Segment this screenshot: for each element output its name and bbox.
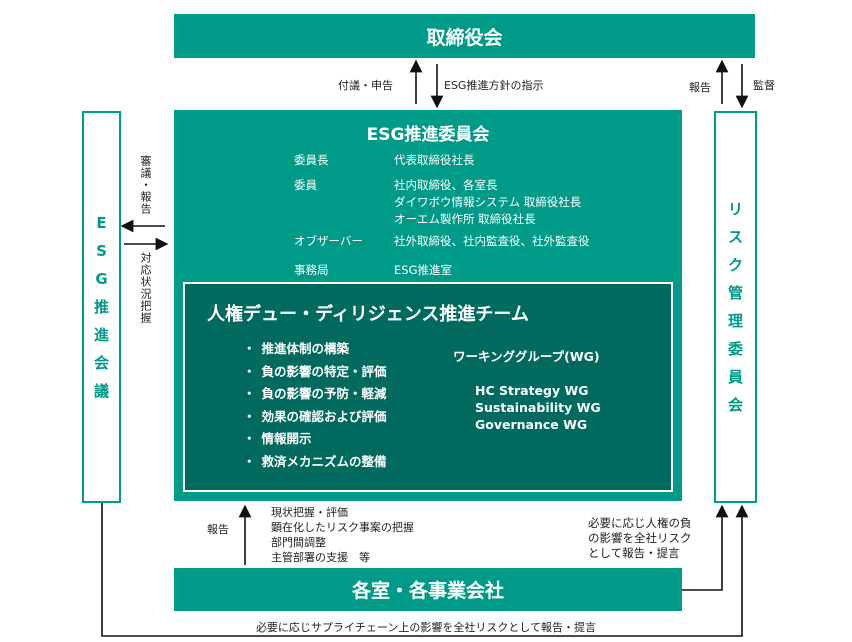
departments-box: 各室・各事業会社 bbox=[174, 568, 682, 611]
note-line: として報告・提言 bbox=[588, 546, 680, 560]
member: 社内取締役、各室長 bbox=[394, 178, 498, 192]
member: ESG推進室 bbox=[394, 263, 452, 277]
vertical-char: 員 bbox=[727, 368, 743, 386]
deliberate-label: 審議・報告 bbox=[139, 155, 152, 215]
bottom-report-label: 報告 bbox=[207, 523, 229, 536]
bullet: ・ bbox=[243, 431, 256, 446]
board-box: 取締役会 bbox=[174, 14, 755, 58]
role-member: 委員 bbox=[294, 178, 317, 192]
bottom-note-text: 必要に応じサプライチェーン上の影響を全社リスクとして報告・提言 bbox=[251, 621, 601, 634]
bullet: ・ bbox=[243, 386, 256, 401]
board-title: 取締役会 bbox=[426, 26, 503, 49]
team-item-label: 情報開示 bbox=[261, 431, 312, 446]
vertical-char: ク bbox=[727, 256, 743, 274]
wg-item: HC Strategy WG bbox=[475, 383, 589, 398]
vertical-char: 推 bbox=[93, 298, 109, 316]
vertical-char: 理 bbox=[727, 312, 743, 330]
vertical-char: ス bbox=[727, 228, 743, 246]
departments-title: 各室・各事業会社 bbox=[351, 580, 504, 602]
team-item: ・効果の確認および評価 bbox=[243, 406, 387, 429]
team-item: ・推進体制の構築 bbox=[243, 338, 387, 361]
right-note: 必要に応じ人権の負 の影響を全社リスク として報告・提言 bbox=[588, 516, 692, 561]
member-list: 社内取締役、各室長 ダイワボウ情報システム 取締役社長 オーエム製作所 取締役社… bbox=[394, 177, 581, 228]
role-secretariat: 事務局 bbox=[294, 263, 329, 277]
hrdd-team-box: 人権デュー・ディリジェンス推進チーム ・推進体制の構築・負の影響の特定・評価・負… bbox=[183, 282, 673, 492]
team-title: 人権デュー・ディリジェンス推進チーム bbox=[207, 304, 529, 325]
task-list: 現状把握・評価 顕在化したリスク事案の把握 部門間調整 主管部署の支援 等 bbox=[271, 505, 414, 565]
vertical-char: E bbox=[96, 214, 107, 232]
task: 現状把握・評価 bbox=[271, 506, 348, 519]
bullet: ・ bbox=[243, 453, 256, 469]
member: ダイワボウ情報システム 取締役社長 bbox=[394, 195, 582, 209]
note-line: 必要に応じ人権の負 bbox=[588, 516, 692, 530]
direction-label: ESG推進方針の指示 bbox=[444, 79, 544, 92]
team-items: ・推進体制の構築・負の影響の特定・評価・負の影響の予防・軽減・効果の確認および評… bbox=[243, 338, 387, 473]
supervise-label: 監督 bbox=[753, 79, 775, 92]
team-item: ・負の影響の予防・軽減 bbox=[243, 383, 387, 406]
vertical-char: G bbox=[95, 270, 108, 288]
vertical-char: リ bbox=[727, 200, 743, 218]
member: オーエム製作所 取締役社長 bbox=[394, 212, 536, 226]
team-item: ・負の影響の特定・評価 bbox=[243, 361, 387, 384]
wg-list: HC Strategy WG Sustainability WG Governa… bbox=[475, 382, 601, 433]
risk-committee-box: リスク管理委員会 bbox=[714, 111, 757, 503]
team-item: ・救済メカニズムの整備 bbox=[243, 451, 387, 474]
vertical-char: 会 bbox=[93, 354, 109, 372]
team-item-label: 負の影響の特定・評価 bbox=[261, 363, 387, 379]
bullet: ・ bbox=[243, 408, 256, 424]
vertical-char: 議 bbox=[93, 382, 109, 400]
committee-title: ESG推進委員会 bbox=[366, 125, 490, 145]
team-item-label: 効果の確認および評価 bbox=[261, 408, 387, 424]
wg-title: ワーキンググループ(WG) bbox=[453, 349, 600, 364]
submit-label: 付議・申告 bbox=[338, 79, 393, 92]
wg-item: Sustainability WG bbox=[475, 400, 601, 415]
grasp-label: 対応状況把握 bbox=[139, 252, 152, 324]
bullet: ・ bbox=[243, 341, 256, 356]
bullet: ・ bbox=[243, 363, 256, 379]
note-line: の影響を全社リスク bbox=[588, 531, 692, 545]
vertical-char: 管 bbox=[727, 284, 743, 302]
report-label: 報告 bbox=[689, 81, 711, 94]
vertical-char: 委 bbox=[727, 340, 743, 358]
vertical-char: 進 bbox=[93, 326, 109, 344]
role-observer: オブザーバー bbox=[294, 234, 363, 248]
wg-item: Governance WG bbox=[475, 417, 588, 432]
team-item-label: 負の影響の予防・軽減 bbox=[261, 386, 387, 401]
team-item: ・情報開示 bbox=[243, 428, 387, 451]
vertical-char: 会 bbox=[727, 396, 743, 414]
bottom-note: 必要に応じサプライチェーン上の影響を全社リスクとして報告・提言 bbox=[0, 619, 852, 635]
member: 社外取締役、社内監査役、社外監査役 bbox=[394, 234, 590, 248]
member: 代表取締役社長 bbox=[394, 153, 475, 167]
team-item-label: 救済メカニズムの整備 bbox=[261, 453, 387, 469]
task: 主管部署の支援 等 bbox=[271, 551, 370, 564]
task: 部門間調整 bbox=[271, 536, 326, 549]
role-chair: 委員長 bbox=[294, 153, 329, 167]
vertical-char: S bbox=[96, 242, 107, 260]
team-item-label: 推進体制の構築 bbox=[261, 341, 350, 356]
task: 顕在化したリスク事案の把握 bbox=[271, 521, 414, 534]
